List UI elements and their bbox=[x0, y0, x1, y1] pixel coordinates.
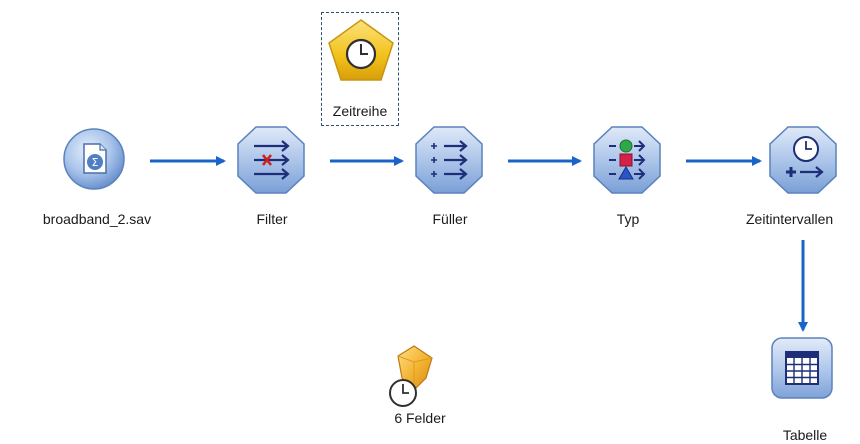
node-source-label: broadband_2.sav bbox=[42, 211, 152, 227]
node-type-label: Typ bbox=[616, 211, 640, 227]
node-source[interactable]: Σ bbox=[62, 126, 132, 196]
node-timeseries-model[interactable] bbox=[327, 18, 395, 84]
node-filler-label: Füller bbox=[432, 211, 468, 227]
node-table-label: Tabelle bbox=[782, 427, 828, 443]
node-filter[interactable] bbox=[236, 124, 308, 196]
node-table[interactable] bbox=[770, 336, 836, 402]
clock-pentagon-icon bbox=[328, 19, 394, 81]
node-filler[interactable] bbox=[414, 124, 486, 196]
time-intervals-icon bbox=[769, 126, 837, 194]
type-icon bbox=[593, 126, 661, 194]
node-filter-label: Filter bbox=[256, 211, 288, 227]
filler-icon bbox=[415, 126, 483, 194]
sav-file-icon: Σ bbox=[63, 128, 125, 190]
node-timeseries-model-label: Zeitreihe bbox=[332, 103, 388, 119]
model-nugget-icon bbox=[389, 345, 433, 407]
node-time-intervals[interactable] bbox=[768, 124, 840, 196]
svg-text:Σ: Σ bbox=[92, 156, 99, 169]
node-time-intervals-label: Zeitintervallen bbox=[746, 211, 834, 227]
node-model-nugget-label: 6 Felder bbox=[394, 410, 446, 426]
filter-icon bbox=[237, 126, 305, 194]
selection-outline bbox=[321, 12, 399, 126]
node-type[interactable] bbox=[592, 124, 664, 196]
node-model-nugget[interactable] bbox=[386, 344, 446, 412]
table-icon bbox=[771, 337, 833, 399]
